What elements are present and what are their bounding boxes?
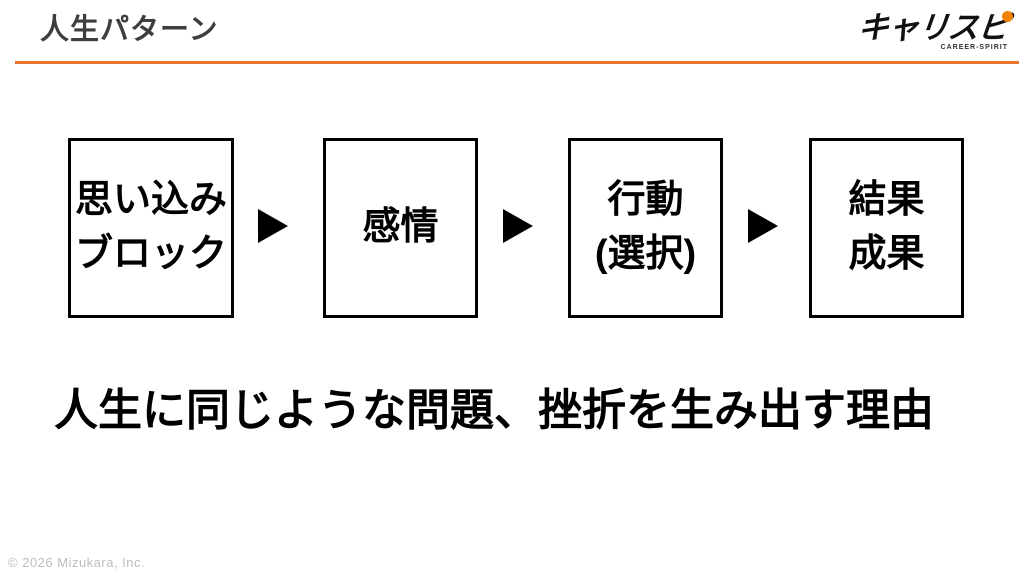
flow-box-belief-block: 思い込み ブロック (68, 138, 234, 318)
page-title: 人生パターン (40, 14, 219, 46)
flow-box-action: 行動 (選択) (568, 138, 723, 318)
flow-arrow-icon (503, 209, 533, 243)
flow-box-label: 思い込み (74, 179, 227, 222)
statement-text: 人生に同じような問題、挫折を生み出す理由 (54, 386, 934, 435)
logo: キャリスピ CAREER-SPIRIT (856, 10, 1013, 51)
copyright-footer: © 2026 Mizukara, Inc. (8, 555, 146, 570)
header-divider (15, 61, 1019, 64)
logo-text: キャリスピ (856, 10, 1010, 45)
logo-subtext: CAREER-SPIRIT (940, 44, 1008, 51)
flow-box-label: 行動 (607, 179, 684, 222)
flow-box-result: 結果 成果 (809, 138, 964, 318)
flow-box-emotion: 感情 (323, 138, 478, 318)
flow-box-label: ブロック (74, 233, 227, 275)
flow-arrow-icon (258, 209, 288, 243)
flow-box-label: (選択) (594, 233, 697, 275)
flow-arrow-icon (748, 209, 778, 243)
flow-box-label: 結果 (848, 179, 925, 222)
flow-box-label: 成果 (848, 233, 925, 275)
flow-box-label: 感情 (362, 206, 439, 249)
logo-dot-icon (1002, 11, 1013, 22)
